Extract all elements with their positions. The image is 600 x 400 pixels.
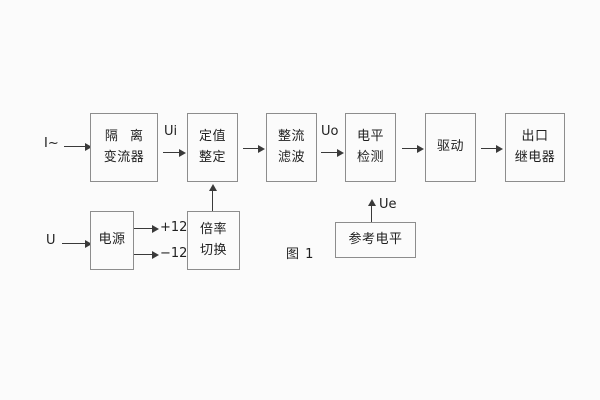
figure-caption: 图 1 [286,247,315,262]
voltage-input-arrow-icon [85,240,92,248]
signal-ui-label: Ui [164,124,178,139]
voltage-input-label: U [46,233,56,248]
rail-neg-connector [134,254,153,255]
block-setting-adjust-line-1: 定值 [198,129,226,145]
driver-to-relay-arrow-icon [496,145,503,153]
ui-arrow-icon [179,149,186,157]
uo-arrow-icon [337,149,344,157]
block-level-detect-line-2: 检测 [356,149,384,165]
block-level-detect: 电平 检测 [345,113,396,182]
block-rectify-filter: 整流 滤波 [266,113,317,182]
signal-uo-label: Uo [321,124,339,139]
rail-pos-arrow-icon [152,225,159,233]
setting-to-rectify-connector [243,148,259,149]
block-rectify-filter-line-1: 整流 [277,129,305,145]
signal-ue-label: Ue [379,197,397,212]
block-isolation-transformer-line-1: 隔 离 [104,129,148,145]
block-multiplier-switch: 倍率 切换 [187,211,240,270]
reference-to-level-connector [371,205,372,222]
level-to-driver-arrow-icon [417,145,424,153]
block-reference-level-line-1: 参考电平 [348,231,403,247]
uo-connector [321,152,338,153]
block-multiplier-switch-line-2: 切换 [199,242,227,258]
block-rectify-filter-line-2: 滤波 [277,149,305,165]
block-reference-level: 参考电平 [335,222,416,258]
block-power-supply: 电源 [90,211,134,270]
block-driver: 驱动 [425,113,476,182]
block-level-detect-line-1: 电平 [356,129,384,145]
current-input-label: I~ [44,136,59,151]
level-to-driver-connector [402,148,418,149]
setting-to-rectify-arrow-icon [258,145,265,153]
block-output-relay-line-1: 出口 [521,129,549,145]
current-input-connector [64,146,86,147]
block-isolation-transformer-line-2: 变流器 [103,149,145,165]
block-power-supply-line-1: 电源 [98,232,126,248]
current-input-arrow-icon [85,143,92,151]
rail-neg-arrow-icon [152,251,159,259]
block-multiplier-switch-line-1: 倍率 [199,222,227,238]
block-output-relay: 出口 继电器 [505,113,565,182]
rail-pos-connector [134,228,153,229]
reference-to-level-arrow-icon [368,199,376,206]
multiplier-to-setting-connector [212,190,213,211]
block-setting-adjust: 定值 整定 [187,113,238,182]
multiplier-to-setting-arrow-icon [209,184,217,191]
ui-connector [163,152,180,153]
block-driver-line-1: 驱动 [436,139,464,155]
block-setting-adjust-line-2: 整定 [198,149,226,165]
block-isolation-transformer: 隔 离 变流器 [90,113,158,182]
driver-to-relay-connector [481,148,497,149]
block-output-relay-line-2: 继电器 [514,149,556,165]
voltage-input-connector [62,243,86,244]
